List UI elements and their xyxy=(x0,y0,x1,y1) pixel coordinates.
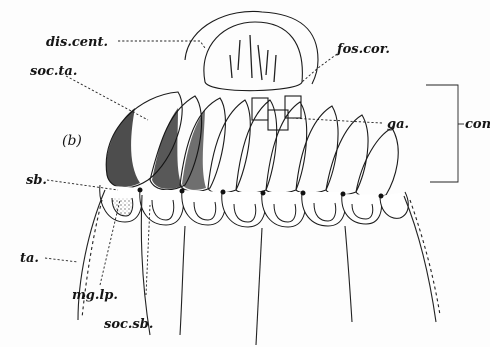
marginal-lappets xyxy=(100,185,409,227)
label-mg-lp: mg.lp. xyxy=(72,288,118,303)
label-con: con xyxy=(465,117,490,132)
disc-furrows xyxy=(230,35,276,82)
central-disc xyxy=(204,22,302,91)
label-ta: ta. xyxy=(20,251,39,266)
label-dis-cent: dis.cent. xyxy=(46,35,108,50)
label-fos-cor: fos.cor. xyxy=(336,42,390,57)
label-sb: sb. xyxy=(26,173,47,188)
panel-label: (b) xyxy=(62,133,82,149)
label-ga: ga. xyxy=(387,117,409,132)
label-soc-ta: soc.ta. xyxy=(30,64,77,79)
label-soc-sb: soc.sb. xyxy=(104,317,153,332)
